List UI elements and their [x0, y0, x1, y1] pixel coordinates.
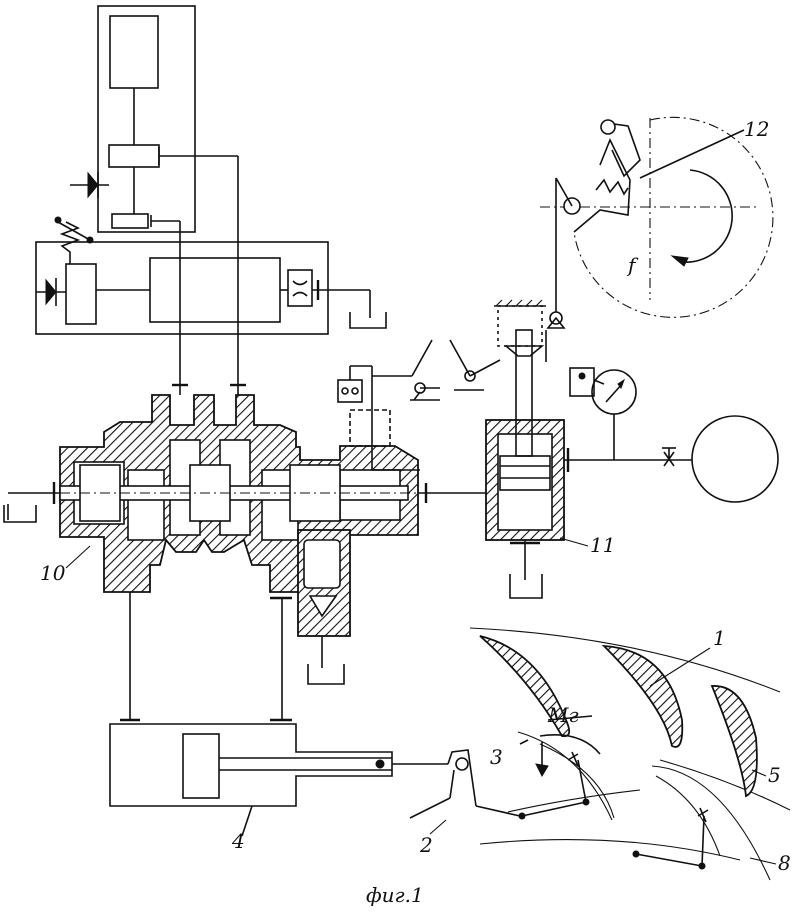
- control-block-middle: [109, 145, 159, 167]
- amplifier-block: [150, 258, 280, 322]
- speed-disc-12: [540, 117, 773, 362]
- label-4: 4: [231, 829, 245, 853]
- label-8: 8: [778, 851, 791, 875]
- label-mg: Мг: [547, 703, 579, 727]
- label-11: 11: [590, 533, 615, 557]
- control-block-top: [110, 16, 158, 88]
- generator: [662, 416, 778, 502]
- control-block-bottom: [112, 214, 148, 228]
- blade-cascade: [470, 628, 790, 880]
- figure-caption: фиг.1: [366, 883, 424, 907]
- distributor-10: [4, 395, 488, 684]
- throttle-block: [288, 270, 312, 306]
- label-3: 3: [490, 745, 503, 769]
- control-unit-upper: [70, 6, 238, 385]
- label-10: 10: [40, 561, 66, 585]
- label-5: 5: [768, 763, 781, 787]
- regulator-block: [66, 264, 96, 324]
- pressure-gauge: [570, 368, 636, 460]
- servomotor-11: [486, 300, 692, 598]
- label-2: 2: [419, 833, 433, 857]
- label-12: 12: [744, 117, 769, 141]
- control-unit-lower: [36, 217, 386, 334]
- label-f: f: [626, 253, 639, 277]
- linkage-levers: [410, 340, 500, 400]
- label-1: 1: [713, 626, 726, 650]
